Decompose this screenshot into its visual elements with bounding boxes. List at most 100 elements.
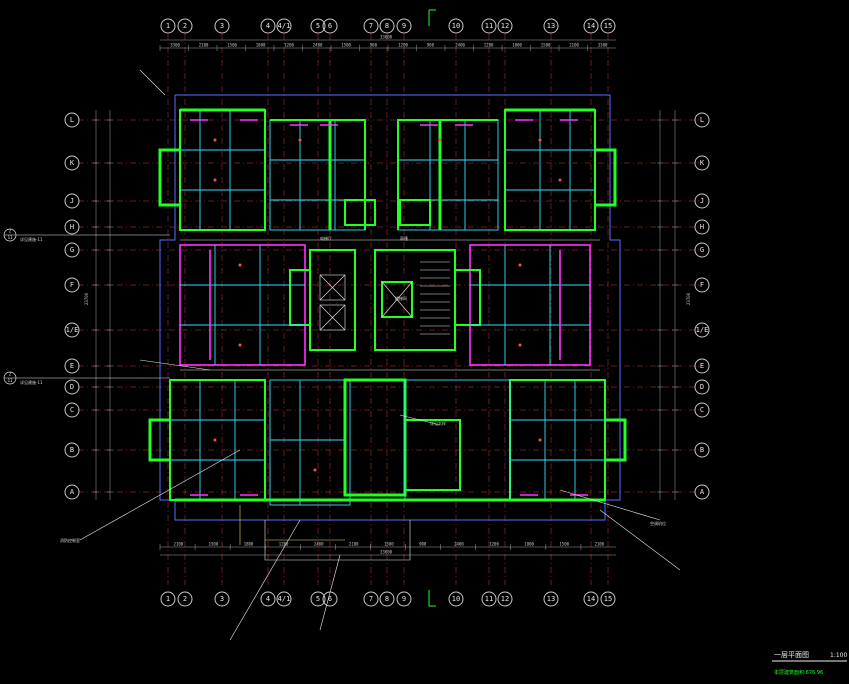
axis-bubble-col-7: 7 bbox=[363, 591, 379, 607]
axis-bubble-row-A: A bbox=[694, 484, 710, 500]
leader-line bbox=[559, 489, 661, 521]
axis-bubble-row-E: E bbox=[64, 358, 80, 374]
dimension-overall-label: 33600 bbox=[380, 35, 393, 40]
shaft bbox=[344, 199, 376, 226]
dimension-label: 2100 bbox=[199, 43, 209, 48]
svg-text:4/1: 4/1 bbox=[278, 595, 291, 603]
dim-overall-bottom: 33600 bbox=[160, 550, 616, 556]
axis-bubble-col-4-1: 4/1 bbox=[276, 591, 292, 607]
unit-north-west bbox=[179, 109, 266, 231]
cut-marker-top bbox=[428, 9, 436, 26]
section-mark-number: 2 bbox=[9, 372, 12, 377]
lobby-center bbox=[404, 379, 511, 501]
axis-bubble-col-13: 13 bbox=[543, 18, 559, 34]
svg-text:6: 6 bbox=[328, 595, 332, 603]
room-tag-dot bbox=[518, 263, 522, 267]
axis-bubble-row-L: L bbox=[694, 112, 710, 128]
dimension-label: 2400 bbox=[314, 542, 324, 547]
axis-bubble-row-J: J bbox=[694, 193, 710, 209]
axis-bubble-col-14: 14 bbox=[583, 18, 599, 34]
dimension-label: 900 bbox=[427, 43, 435, 48]
axis-bubble-col-2: 2 bbox=[177, 18, 193, 34]
dimension-overall-right: 23700 bbox=[686, 292, 691, 305]
axis-bubble-row-L: L bbox=[64, 112, 80, 128]
dimension-label: 1800 bbox=[256, 43, 266, 48]
leader-line bbox=[399, 414, 441, 426]
dim-chain-right-inner bbox=[672, 110, 678, 500]
svg-text:9: 9 bbox=[402, 22, 406, 30]
svg-text:C: C bbox=[700, 406, 704, 414]
svg-text:J: J bbox=[700, 197, 704, 205]
unit-south-west bbox=[169, 379, 266, 501]
dimension-overall-label: 33600 bbox=[380, 550, 393, 555]
axis-bubble-col-2: 2 bbox=[177, 591, 193, 607]
shaft-east bbox=[454, 269, 481, 326]
svg-text:2: 2 bbox=[183, 22, 187, 30]
svg-text:1/E: 1/E bbox=[66, 326, 79, 334]
axis-bubble-col-12: 12 bbox=[497, 591, 513, 607]
axis-bubble-col-3: 3 bbox=[214, 591, 230, 607]
elevator-car-w2 bbox=[319, 304, 346, 331]
bay-east-k bbox=[595, 148, 617, 207]
svg-text:8: 8 bbox=[385, 595, 389, 603]
axis-bubble-col-14: 14 bbox=[583, 591, 599, 607]
dimension-label: 1500 bbox=[227, 43, 237, 48]
svg-text:C: C bbox=[70, 406, 74, 414]
svg-text:11: 11 bbox=[485, 595, 493, 603]
room-tag-dot bbox=[213, 438, 217, 442]
svg-text:A: A bbox=[70, 488, 75, 496]
unit-north-3 bbox=[397, 119, 499, 231]
shaft bbox=[399, 199, 431, 226]
axis-bubble-col-1: 1 bbox=[160, 591, 176, 607]
axis-bubble-row-G: G bbox=[694, 242, 710, 258]
bay-west-b bbox=[148, 418, 170, 462]
dimension-label: 1200 bbox=[484, 43, 494, 48]
svg-text:K: K bbox=[70, 159, 75, 167]
dimension-label: 1200 bbox=[284, 43, 294, 48]
axis-bubble-row-F: F bbox=[64, 277, 80, 293]
axis-bubble-row-B: B bbox=[694, 442, 710, 458]
svg-text:H: H bbox=[70, 223, 74, 231]
dimension-label: 1500 bbox=[384, 542, 394, 547]
dimension-label: 900 bbox=[370, 43, 378, 48]
section-mark-note: 详见建施-11 bbox=[20, 379, 43, 385]
svg-text:10: 10 bbox=[452, 595, 460, 603]
leader-line bbox=[139, 359, 211, 371]
dim-overall-top: 33600 bbox=[160, 35, 616, 41]
room-tag-dot bbox=[238, 263, 242, 267]
svg-text:H: H bbox=[700, 223, 704, 231]
unit-north-east bbox=[504, 109, 596, 231]
dimension-label: 2400 bbox=[455, 43, 465, 48]
axis-bubble-row-K: K bbox=[694, 155, 710, 171]
room-tag-dot bbox=[538, 138, 542, 142]
annotation-note: 电梯厅 bbox=[320, 235, 332, 241]
svg-text:L: L bbox=[70, 116, 74, 124]
building-outline bbox=[159, 94, 621, 521]
elevator-car bbox=[381, 281, 413, 318]
section-mark-note: 详见建施-11 bbox=[20, 236, 43, 242]
svg-text:2: 2 bbox=[183, 595, 187, 603]
svg-text:L: L bbox=[700, 116, 704, 124]
dimension-label: 2100 bbox=[174, 542, 184, 547]
svg-text:4: 4 bbox=[266, 595, 270, 603]
svg-text:11: 11 bbox=[485, 22, 493, 30]
elevator-car-w1 bbox=[319, 274, 346, 301]
axis-bubble-row-C: C bbox=[694, 402, 710, 418]
lobby-room bbox=[405, 419, 461, 491]
axis-bubble-col-11: 11 bbox=[481, 591, 497, 607]
cut-marker-bottom bbox=[428, 590, 436, 607]
room-tag-dot bbox=[238, 343, 242, 347]
svg-text:G: G bbox=[700, 246, 704, 254]
svg-text:1: 1 bbox=[166, 595, 170, 603]
elevator-x bbox=[319, 304, 346, 331]
svg-text:7: 7 bbox=[369, 22, 373, 30]
dimension-label: 1500 bbox=[209, 542, 219, 547]
svg-text:B: B bbox=[700, 446, 704, 454]
